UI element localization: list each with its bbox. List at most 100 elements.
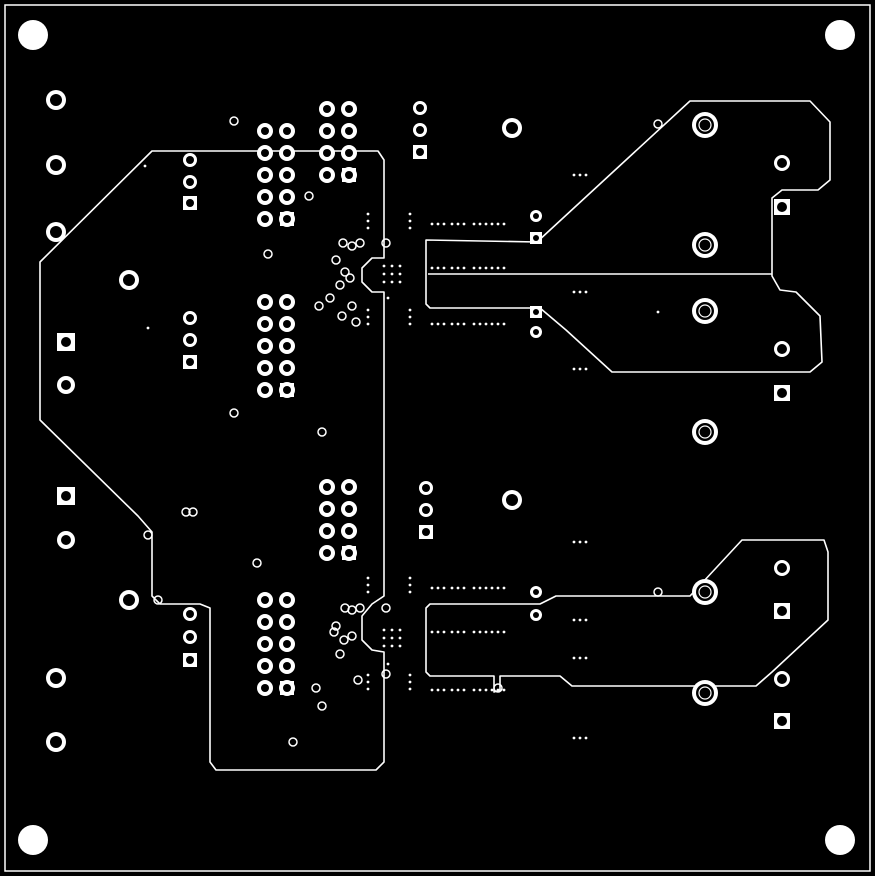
round-pad-drill (261, 320, 269, 328)
round-pad-drill (261, 149, 269, 157)
via-dot (436, 322, 440, 326)
round-pad-drill (345, 483, 353, 491)
via-dot (502, 586, 506, 590)
round-pad (319, 523, 335, 539)
via-dot (450, 586, 454, 590)
round-pad-drill (777, 158, 787, 168)
via (317, 427, 327, 437)
square-pad (57, 487, 75, 505)
square-pad (280, 212, 294, 226)
via-dot (436, 586, 440, 590)
via (153, 595, 163, 605)
round-pad-drill (261, 684, 269, 692)
via-dot (430, 222, 434, 226)
via-dot (578, 618, 582, 622)
round-pad (257, 382, 273, 398)
via-dot (472, 586, 476, 590)
square-pad-drill (345, 171, 353, 179)
via-dot (472, 222, 476, 226)
round-pad (319, 123, 335, 139)
round-pad-drill (323, 149, 331, 157)
square-pad-drill (777, 388, 787, 398)
via-dot (408, 687, 412, 691)
via-dot (382, 628, 386, 632)
round-pad (774, 341, 790, 357)
round-pad-drill (283, 149, 291, 157)
mounting-hole (825, 20, 855, 50)
via-dot (490, 630, 494, 634)
via-dot (478, 630, 482, 634)
large-ring-pad (692, 112, 718, 138)
via-dot (366, 322, 370, 326)
via-dot (442, 586, 446, 590)
via-dot (484, 630, 488, 634)
via-dot (584, 656, 588, 660)
via-dot (496, 322, 500, 326)
via-dot (584, 290, 588, 294)
via-dot (584, 367, 588, 371)
small-via-dots-group (143, 164, 660, 740)
round-pad (341, 145, 357, 161)
via-dot (450, 266, 454, 270)
round-pad-drill (323, 505, 331, 513)
via-dot (484, 586, 488, 590)
via (355, 603, 365, 613)
via-dot (442, 222, 446, 226)
via (653, 587, 663, 597)
via-dot (490, 322, 494, 326)
via (229, 116, 239, 126)
copper-pour-outlines (39, 100, 831, 771)
large-ring-pad (692, 419, 718, 445)
round-pad-drill (345, 127, 353, 135)
via-dot (390, 644, 394, 648)
round-pad-drill (186, 633, 194, 641)
round-pad (183, 630, 197, 644)
via-dot (436, 266, 440, 270)
via-dot (472, 688, 476, 692)
large-pad-inner-ring (698, 686, 712, 700)
via-dot (578, 290, 582, 294)
via-dot (456, 266, 460, 270)
square-pad (419, 525, 433, 539)
via-dot (656, 310, 660, 314)
via-dot (408, 322, 412, 326)
square-pad-drill (777, 716, 787, 726)
mounting-holes-group (18, 20, 855, 855)
via-dot (382, 280, 386, 284)
round-pad (183, 333, 197, 347)
round-pad-drill (50, 226, 62, 238)
round-pad (119, 270, 139, 290)
via-dot (366, 308, 370, 312)
via-dot (398, 628, 402, 632)
via-dot (366, 212, 370, 216)
round-pad-drill (283, 298, 291, 306)
via-dot (390, 272, 394, 276)
via-dot (430, 630, 434, 634)
via (288, 737, 298, 747)
round-pad-drill (50, 94, 62, 106)
round-pad (183, 607, 197, 621)
round-pad-drill (261, 127, 269, 135)
round-pad-drill (283, 171, 291, 179)
via-dot (450, 630, 454, 634)
via-dot (146, 326, 150, 330)
large-ring-pad (692, 298, 718, 324)
via (331, 621, 341, 631)
round-pad (774, 671, 790, 687)
square-pads-group (57, 145, 790, 729)
round-pad (341, 501, 357, 517)
via-dot (456, 586, 460, 590)
round-pad-drill (261, 298, 269, 306)
large-pad-inner-ring (698, 238, 712, 252)
round-pad (57, 531, 75, 549)
via-dot (398, 280, 402, 284)
round-pad-drill (186, 156, 194, 164)
via (335, 649, 345, 659)
via (381, 669, 391, 679)
round-pad-drill (50, 736, 62, 748)
via (311, 683, 321, 693)
round-pad-drill (422, 484, 430, 492)
round-pad (279, 123, 295, 139)
